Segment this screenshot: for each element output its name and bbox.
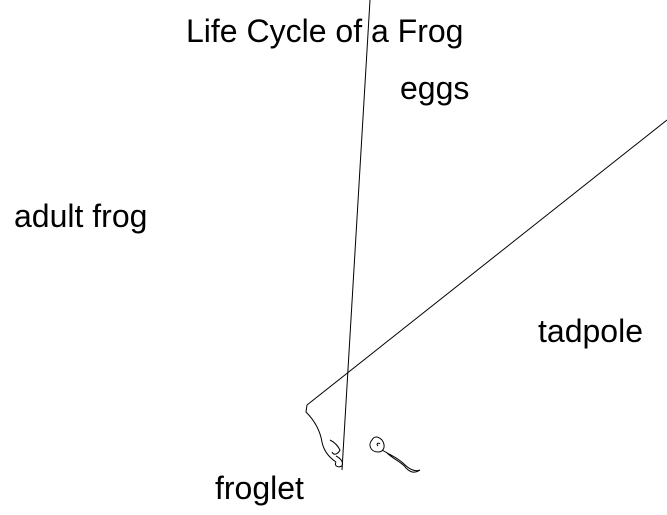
connector-line-diagonal [307, 120, 667, 405]
stage-label-eggs: eggs [400, 72, 469, 104]
stage-label-froglet: froglet [215, 472, 304, 504]
froglet-sketch [306, 405, 343, 467]
connector-line-vertical [342, 0, 370, 470]
stage-label-tadpole: tadpole [538, 315, 643, 347]
stage-label-adult-frog: adult frog [14, 200, 147, 232]
diagram-title: Life Cycle of a Frog [186, 15, 463, 47]
tadpole-sketch [370, 437, 420, 472]
